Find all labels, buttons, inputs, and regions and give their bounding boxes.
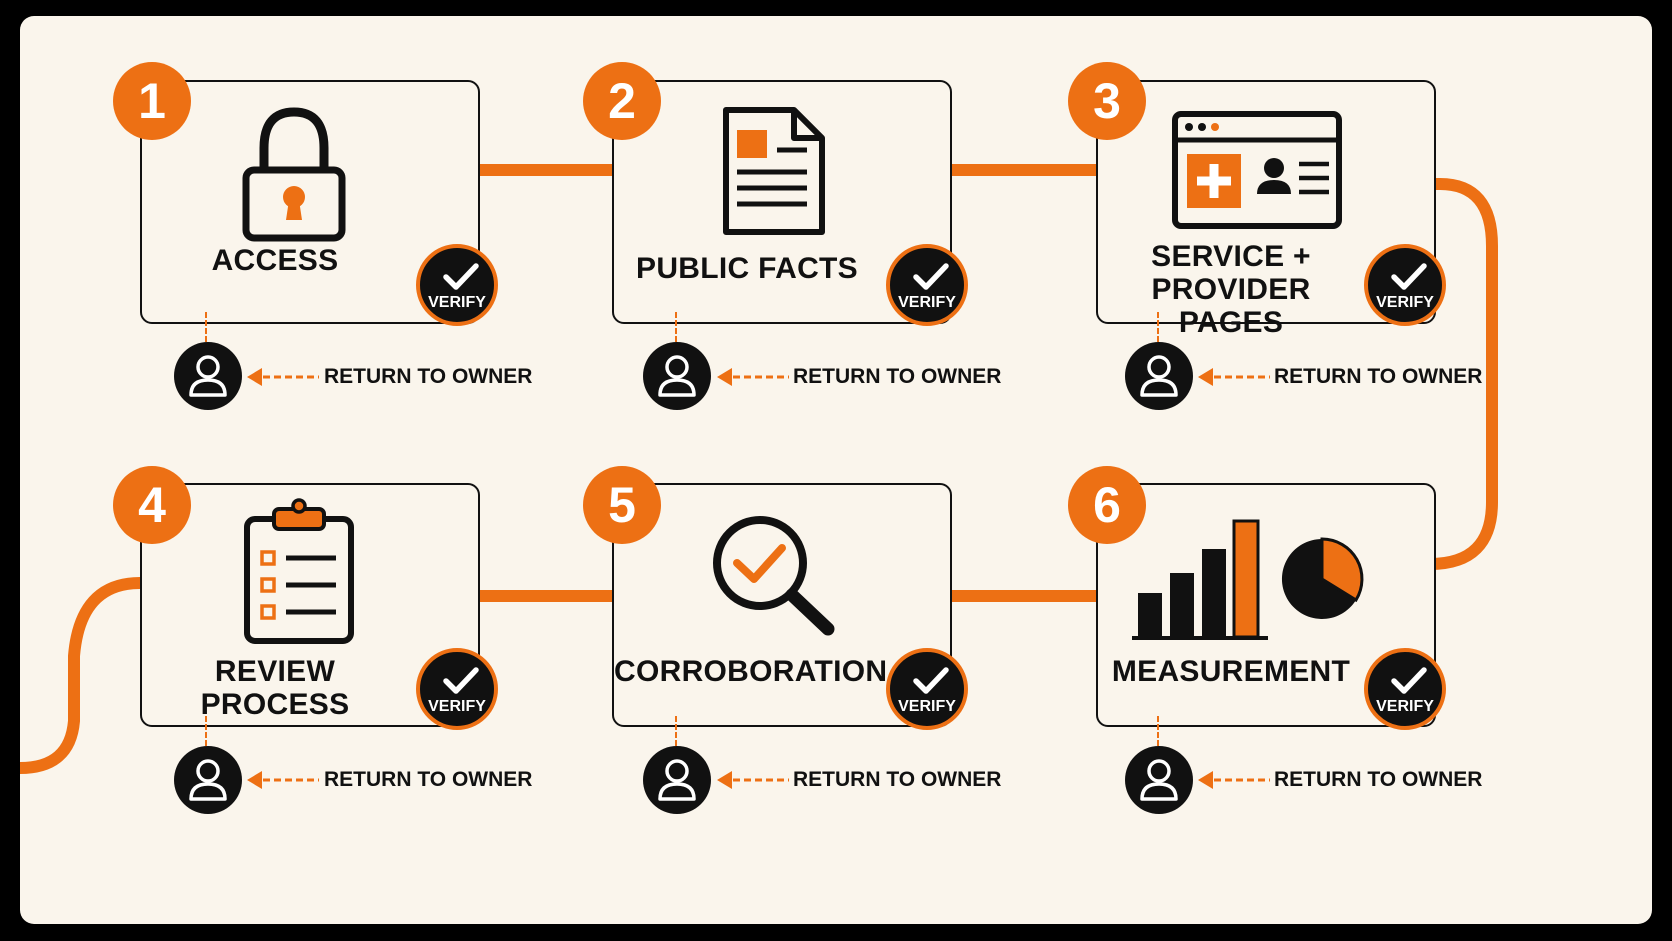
verify-label: VERIFY [1376,698,1434,715]
owner-avatar-icon [174,342,242,410]
step-number-badge: 5 [583,466,661,544]
step-number-badge: 4 [113,466,191,544]
return-connector-dashed [675,716,677,746]
checkmark-icon [443,667,479,694]
return-to-owner-label: RETURN TO OWNER [324,768,533,791]
clipboard-checklist-icon [244,498,354,644]
return-arrow-icon [247,771,319,789]
step-number-badge: 2 [583,62,661,140]
verify-label: VERIFY [428,698,486,715]
checkmark-icon [913,667,949,694]
return-arrow-icon [247,368,319,386]
verify-label: VERIFY [898,294,956,311]
step-label: MEASUREMENT [1111,655,1351,688]
bar-pie-chart-icon [1132,519,1364,640]
return-arrow-icon [717,771,789,789]
verify-badge: VERIFY [416,244,498,326]
return-connector-dashed [205,716,207,746]
magnifier-check-icon [713,516,835,636]
return-arrow-icon [1198,368,1270,386]
verify-badge: VERIFY [886,648,968,730]
checkmark-icon [1391,667,1427,694]
verify-label: VERIFY [428,294,486,311]
step-number-badge: 6 [1068,466,1146,544]
step-label: PUBLIC FACTS [636,252,858,285]
verify-badge: VERIFY [886,244,968,326]
checkmark-icon [913,263,949,290]
owner-avatar-icon [643,746,711,814]
lock-icon [242,107,346,242]
checkmark-icon [443,263,479,290]
step-label: SERVICE + PROVIDER PAGES [1151,240,1311,339]
verify-label: VERIFY [1376,294,1434,311]
return-to-owner-label: RETURN TO OWNER [324,365,533,388]
return-connector-dashed [1157,716,1159,746]
browser-page-icon [1172,111,1342,229]
step-label: CORROBORATION [614,655,888,688]
step-card-service-provider-pages: SERVICE + PROVIDER PAGES [1096,80,1436,339]
return-to-owner-label: RETURN TO OWNER [1274,365,1483,388]
return-to-owner-label: RETURN TO OWNER [1274,768,1483,791]
owner-avatar-icon [643,342,711,410]
connector-3-6 [1414,178,1498,570]
return-to-owner-label: RETURN TO OWNER [793,768,1002,791]
connector-4-exit [20,577,146,774]
owner-avatar-icon [1125,746,1193,814]
workflow-diagram: ACCESS 1 VERIFY RETURN TO OWNER PUBLIC F… [20,16,1652,924]
step-label: ACCESS [211,244,339,277]
return-arrow-icon [1198,771,1270,789]
step-label: REVIEW PROCESS [200,655,350,721]
step-number-badge: 3 [1068,62,1146,140]
verify-badge: VERIFY [1364,244,1446,326]
flow-connectors [20,164,1498,774]
checkmark-icon [1391,263,1427,290]
return-connector-dashed [1157,312,1159,342]
verify-label: VERIFY [898,698,956,715]
owner-avatar-icon [174,746,242,814]
step-card-public-facts: PUBLIC FACTS [612,80,952,324]
verify-badge: VERIFY [1364,648,1446,730]
step-number-badge: 1 [113,62,191,140]
return-to-owner-label: RETURN TO OWNER [793,365,1002,388]
return-arrow-icon [717,368,789,386]
return-connector-dashed [205,312,207,342]
verify-badge: VERIFY [416,648,498,730]
return-connector-dashed [675,312,677,342]
owner-avatar-icon [1125,342,1193,410]
document-icon [723,107,825,235]
